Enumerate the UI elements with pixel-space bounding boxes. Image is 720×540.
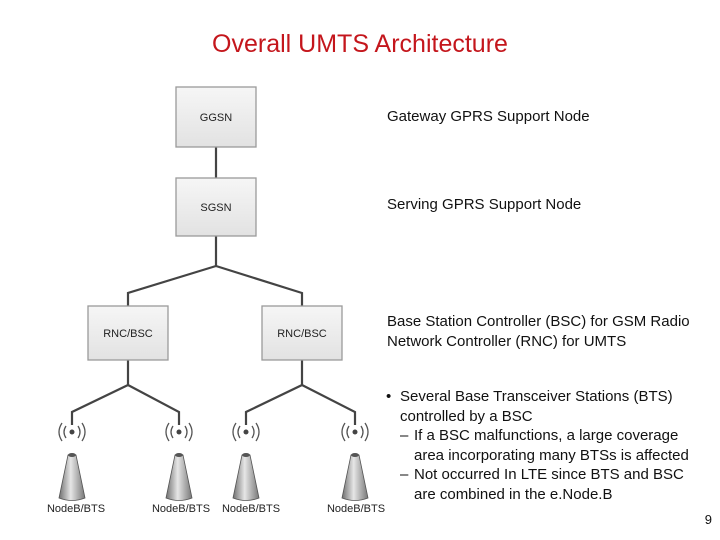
rnc-right-label: RNC/BSC — [277, 328, 327, 340]
sgsn-label: SGSN — [200, 202, 231, 214]
sub-bullet-1-line-2: area incorporating many BTSs is affected — [414, 446, 689, 464]
ggsn-node: GGSN — [175, 86, 257, 148]
bts-label-1: NodeB/BTS — [47, 503, 105, 515]
bullet-main-line-2: controlled by a BSC — [400, 407, 533, 425]
connector-lines — [70, 147, 357, 425]
sgsn-description: Serving GPRS Support Node — [387, 196, 582, 213]
tower-3 — [232, 422, 260, 501]
sub-bullet-2-line-1: Not occurred In LTE since BTS and BSC — [414, 466, 684, 483]
sub-bullet-2-line-2: are combined in the e.Node.B — [414, 485, 613, 503]
bts-label-4: NodeB/BTS — [327, 503, 385, 515]
page-title: Overall UMTS Architecture — [212, 30, 508, 58]
bullet-main-line-1: Several Base Transceiver Stations (BTS) — [400, 388, 673, 405]
sub-bullet-1: – If a BSC malfunctions, a large coverag… — [386, 426, 716, 465]
page-number: 9 — [704, 512, 712, 527]
rnc-bsc-node-right: RNC/BSC — [261, 305, 343, 361]
antenna-tower-icon — [58, 454, 86, 501]
sub-bullet-dash: – — [400, 466, 409, 483]
tower-4 — [341, 422, 369, 501]
ggsn-label: GGSN — [200, 112, 232, 124]
ggsn-description: Gateway GPRS Support Node — [387, 108, 590, 125]
radio-wave-icon — [341, 422, 369, 442]
bullet-list: • Several Base Transceiver Stations (BTS… — [386, 387, 716, 504]
radio-wave-icon — [58, 422, 86, 442]
sub-bullet-dash: – — [400, 427, 409, 444]
bts-label-2: NodeB/BTS — [152, 503, 210, 515]
radio-wave-icon — [165, 422, 193, 442]
bullet-main: • Several Base Transceiver Stations (BTS… — [386, 387, 716, 426]
rnc-description: Base Station Controller (BSC) for GSM Ra… — [387, 312, 690, 352]
antenna-tower-icon — [165, 454, 193, 501]
antenna-tower-icon — [232, 454, 260, 501]
bullet-dot: • — [386, 388, 392, 405]
antenna-tower-icon — [341, 454, 369, 501]
sub-bullet-1-line-1: If a BSC malfunctions, a large coverage — [414, 427, 679, 444]
bts-label-3: NodeB/BTS — [222, 503, 280, 515]
tower-1 — [58, 422, 86, 501]
tower-2 — [165, 422, 193, 501]
sub-bullet-2: – Not occurred In LTE since BTS and BSC … — [386, 465, 716, 504]
radio-wave-icon — [232, 422, 260, 442]
rnc-description-line-2: Network Controller (RNC) for UMTS — [387, 333, 627, 350]
sgsn-node: SGSN — [175, 177, 257, 237]
rnc-description-line-1: Base Station Controller (BSC) for GSM Ra… — [387, 313, 690, 330]
rnc-left-label: RNC/BSC — [103, 328, 153, 340]
rnc-bsc-node-left: RNC/BSC — [87, 305, 169, 361]
